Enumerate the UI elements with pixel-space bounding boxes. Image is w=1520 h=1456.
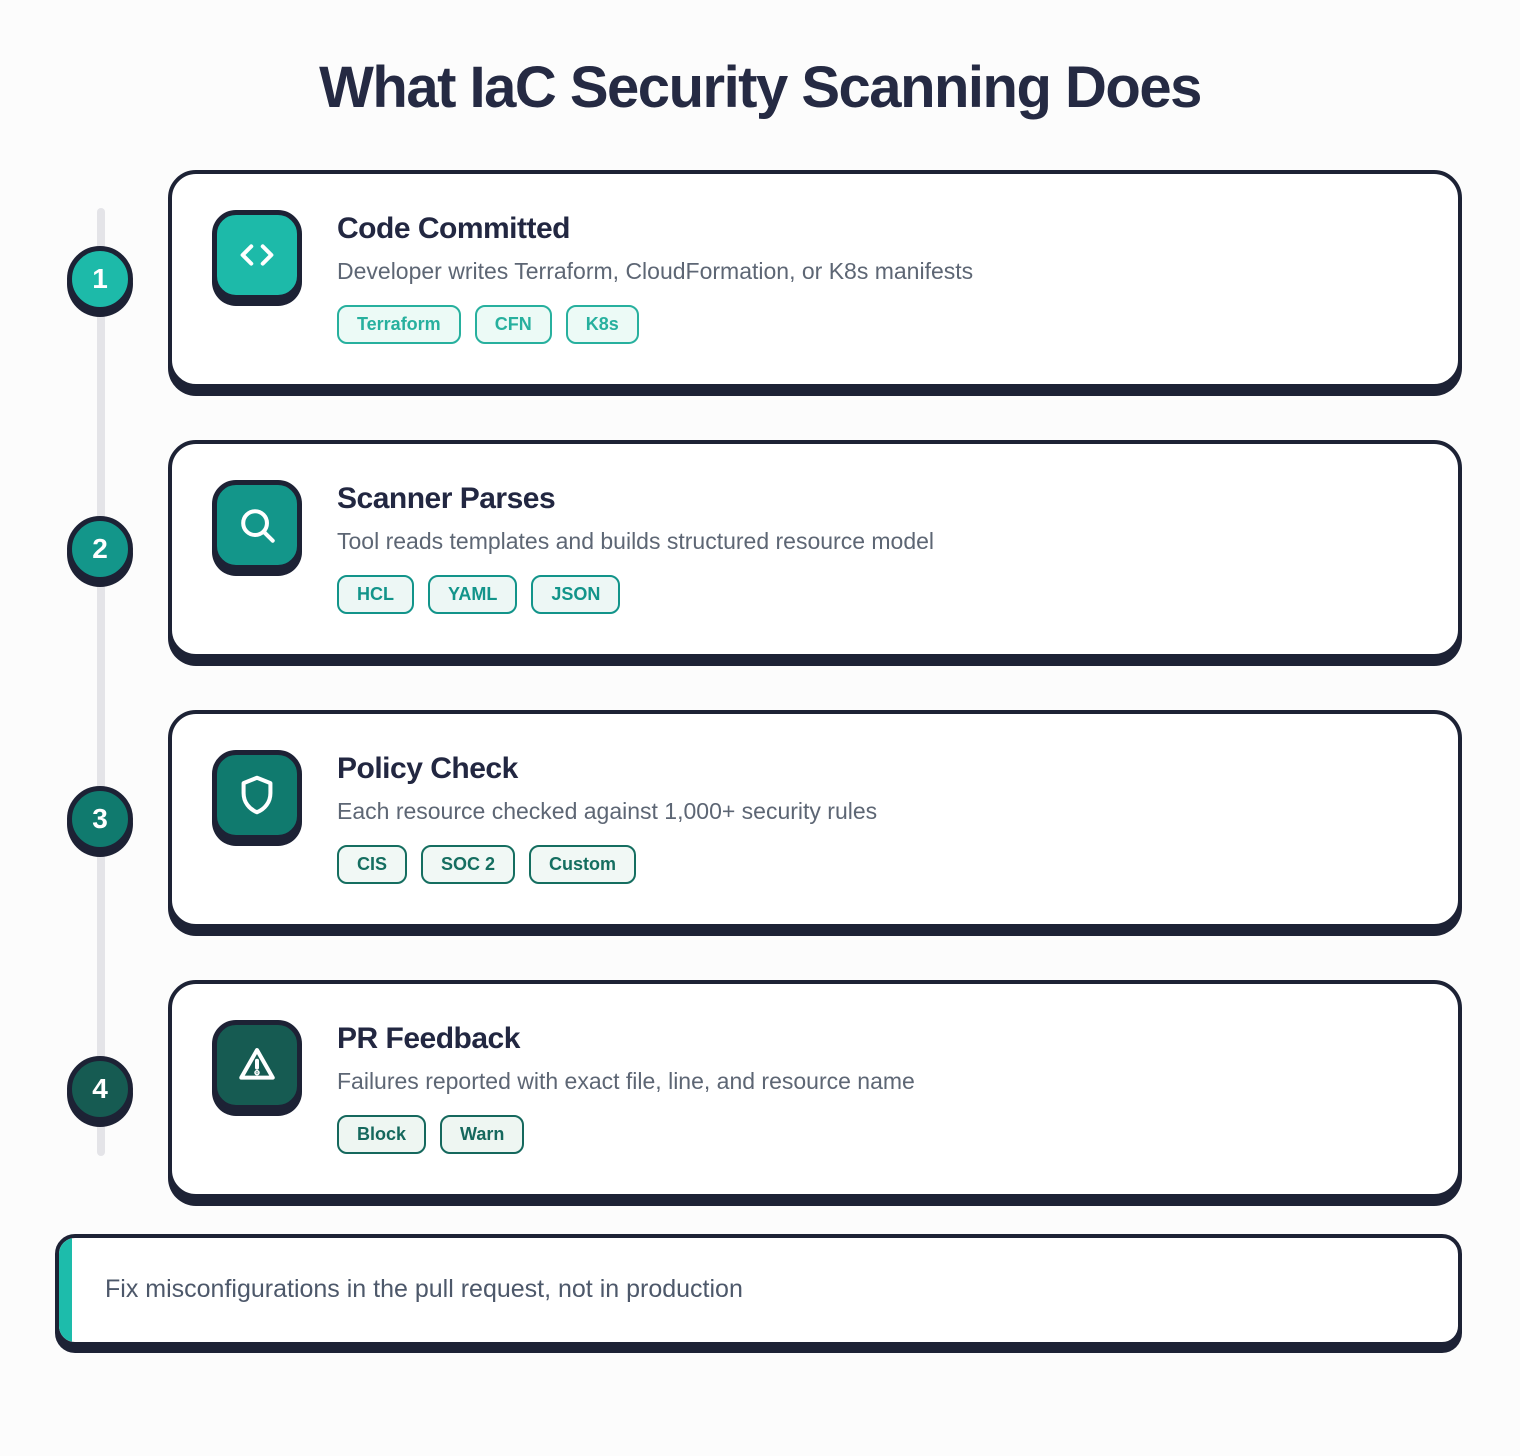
step-content: Scanner Parses Tool reads templates and … (337, 480, 934, 618)
step-card-policy-check: Policy Check Each resource checked again… (168, 709, 1462, 928)
footer-note-banner: Fix misconfigurations in the pull reques… (55, 1233, 1462, 1346)
step-title: Policy Check (337, 751, 518, 785)
step-number-badge: 1 (67, 245, 133, 312)
tag-soc2: SOC 2 (421, 844, 516, 885)
footer-note-text: Fix misconfigurations in the pull reques… (105, 1275, 743, 1304)
step-description: Developer writes Terraform, CloudFormati… (337, 257, 974, 284)
tag-cfn: CFN (474, 304, 552, 345)
step-number-badge: 4 (67, 1055, 133, 1122)
search-icon (212, 479, 302, 570)
step-description: Tool reads templates and builds structur… (337, 527, 935, 554)
code-icon (212, 209, 302, 300)
step-card-scanner-parses: Scanner Parses Tool reads templates and … (168, 439, 1462, 658)
step-card-code-committed: Code Committed Developer writes Terrafor… (168, 169, 1462, 388)
tag-cis: CIS (337, 844, 408, 885)
step-number-badge: 2 (67, 515, 133, 582)
step-row-2: 2 Scanner Parses Tool reads templates an… (67, 439, 1462, 658)
tag-warn: Warn (440, 1114, 525, 1155)
tag-row: HCL YAML JSON (337, 574, 934, 615)
step-title: Code Committed (337, 211, 571, 245)
tag-row: Terraform CFN K8s (337, 304, 973, 345)
step-row-1: 1 Code Committed Developer writes Terraf… (67, 169, 1462, 388)
tag-json: JSON (531, 574, 621, 615)
step-content: Policy Check Each resource checked again… (337, 750, 877, 888)
tag-block: Block (337, 1114, 427, 1155)
step-card-pr-feedback: PR Feedback Failures reported with exact… (168, 979, 1462, 1198)
warning-icon (212, 1019, 302, 1110)
step-title: Scanner Parses (337, 481, 556, 515)
tag-custom: Custom (529, 844, 637, 885)
step-number-badge: 3 (67, 785, 133, 852)
tag-k8s: K8s (565, 304, 639, 345)
page-title: What IaC Security Scanning Does (319, 55, 1202, 120)
step-content: PR Feedback Failures reported with exact… (337, 1020, 915, 1158)
timeline-line (97, 207, 105, 1156)
tag-yaml: YAML (428, 574, 518, 615)
step-title: PR Feedback (337, 1021, 520, 1055)
shield-icon (212, 749, 302, 840)
step-content: Code Committed Developer writes Terrafor… (337, 210, 973, 348)
process-flow: 1 Code Committed Developer writes Terraf… (0, 169, 1520, 1198)
step-description: Each resource checked against 1,000+ sec… (337, 797, 878, 824)
footer-accent-bar (59, 1237, 72, 1342)
step-description: Failures reported with exact file, line,… (337, 1067, 915, 1094)
tag-row: Block Warn (337, 1114, 915, 1155)
tag-row: CIS SOC 2 Custom (337, 844, 877, 885)
tag-hcl: HCL (337, 574, 414, 615)
tag-terraform: Terraform (337, 304, 461, 345)
step-row-3: 3 Policy Check Each resource checked aga… (67, 709, 1462, 928)
step-row-4: 4 PR Feedback Failures reported with exa… (67, 979, 1462, 1198)
